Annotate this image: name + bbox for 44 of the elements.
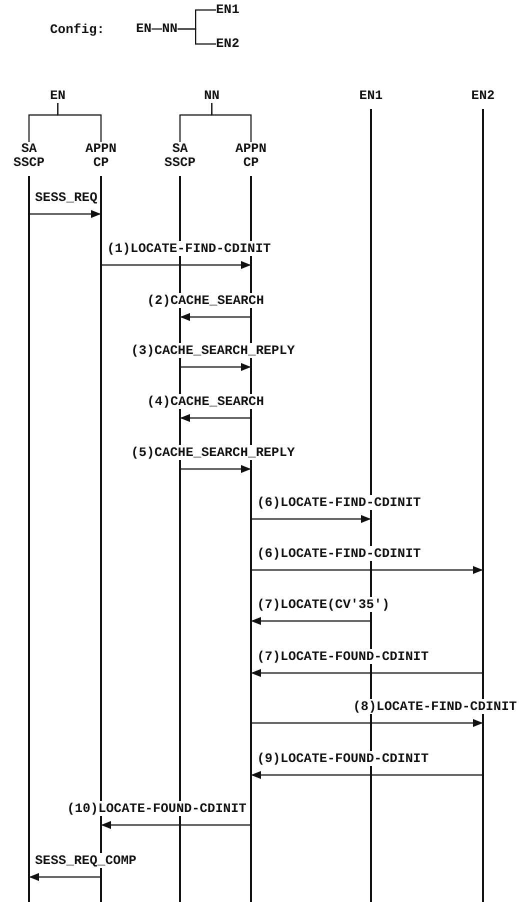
- message-arrow: [251, 669, 482, 677]
- connector-line: [152, 28, 162, 30]
- message-arrow: [181, 363, 251, 371]
- message-label: (5)CACHE_SEARCH_REPLY: [130, 445, 296, 460]
- message-label: (6)LOCATE-FIND-CDINIT: [256, 546, 422, 561]
- node-label: EN1: [216, 3, 240, 17]
- message-arrow: [30, 210, 101, 218]
- connector-line: [57, 103, 102, 142]
- lifeline-header: EN2: [470, 89, 496, 103]
- lifeline-header: SA SSCP: [12, 142, 46, 170]
- lifeline-header: APPN CP: [234, 142, 268, 170]
- message-arrow: [181, 465, 251, 473]
- message-arrow: [180, 313, 250, 321]
- message-label: (8)LOCATE-FIND-CDINIT: [352, 699, 518, 714]
- message-arrow: [252, 515, 371, 523]
- lifeline-header: SA SSCP: [163, 142, 197, 170]
- node-label: EN: [50, 89, 66, 103]
- message-label: (3)CACHE_SEARCH_REPLY: [130, 343, 296, 358]
- message-label: (2)CACHE_SEARCH: [146, 293, 266, 308]
- message-arrow: [252, 566, 483, 574]
- message-arrow: [102, 261, 251, 269]
- message-arrow: [252, 719, 483, 727]
- message-label: (1)LOCATE-FIND-CDINIT: [106, 241, 272, 256]
- message-label: (10)LOCATE-FOUND-CDINIT: [66, 801, 248, 816]
- node-label: NN: [162, 22, 178, 36]
- message-label: (9)LOCATE-FOUND-CDINIT: [256, 751, 430, 766]
- message-label: (4)CACHE_SEARCH: [146, 394, 266, 409]
- message-arrow: [101, 821, 250, 829]
- message-label: SESS_REQ: [34, 190, 98, 205]
- lifeline-header: EN1: [358, 89, 384, 103]
- message-label: (6)LOCATE-FIND-CDINIT: [256, 495, 422, 510]
- message-arrow: [251, 617, 370, 625]
- message-label: (7)LOCATE-FOUND-CDINIT: [256, 649, 430, 664]
- message-label: SESS_REQ_COMP: [34, 853, 138, 868]
- node-label: NN: [204, 89, 220, 103]
- config-label: Config:: [50, 22, 105, 37]
- message-arrow: [180, 414, 250, 422]
- message-arrow: [251, 771, 482, 779]
- connector-line: [211, 103, 252, 142]
- lifeline-header: APPN CP: [84, 142, 118, 170]
- message-arrow: [29, 873, 100, 881]
- node-label: EN2: [216, 37, 240, 51]
- node-label: EN: [136, 22, 152, 36]
- connector-line: [178, 28, 216, 45]
